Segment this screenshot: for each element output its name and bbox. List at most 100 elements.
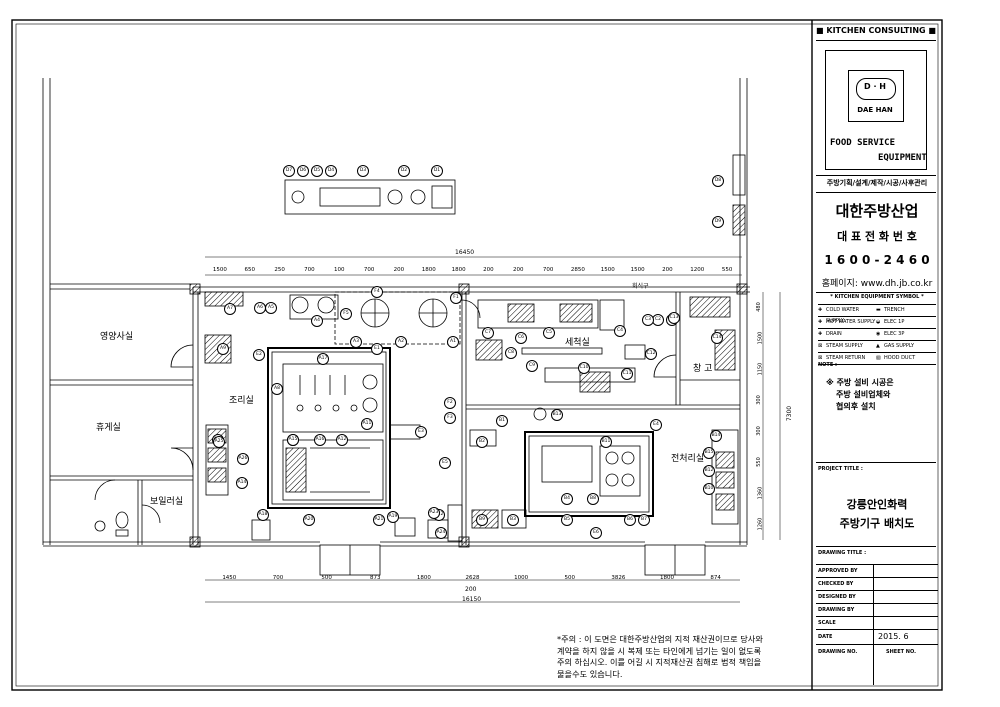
equipment-tag-d8: D8: [712, 175, 724, 187]
dim-bottom-seg-3: 873: [369, 575, 381, 581]
equipment-tag-a19: A19: [387, 511, 399, 523]
equipment-tag-c6: C6: [515, 332, 527, 344]
equipment-tag-a3: A3: [350, 336, 362, 348]
phone-label: 대 표 전 화 번 호: [837, 230, 917, 243]
equipment-tag-c7: C7: [482, 327, 494, 339]
equipment-tag-c5: C5: [543, 327, 555, 339]
equipment-tag-d4: D4: [325, 165, 337, 177]
equipment-tag-c12: C12: [645, 348, 657, 360]
room-cooking: 조리실: [229, 396, 254, 406]
equipment-label: EQUIPMENT: [878, 153, 927, 163]
equipment-tag-d1: D1: [431, 165, 443, 177]
equipment-tag-e2: E2: [253, 349, 265, 361]
dim-top-seg-14: 1500: [630, 267, 645, 273]
equipment-tag-e3: E3: [415, 426, 427, 438]
equipment-tag-a1: A1: [447, 336, 459, 348]
approval-table: APPROVED BY CHECKED BY DESIGNED BY DRAWI…: [816, 564, 938, 685]
equipment-tag-e6: E6: [590, 527, 602, 539]
equipment-tag-b5: B5: [561, 514, 573, 526]
equipment-tag-a26: A26: [237, 453, 249, 465]
dim-right-seg-1: 1500: [757, 331, 764, 344]
equipment-tag-a6: A6: [254, 302, 266, 314]
dim-right-seg-7: 1260: [757, 517, 764, 530]
date-value: 2015. 6: [878, 632, 909, 641]
logo-caption: DAE HAN: [857, 106, 893, 114]
dim-top-total: 16450: [455, 249, 475, 256]
equipment-tag-b3: B3: [507, 514, 519, 526]
floor-plan: [42, 78, 750, 576]
equipment-tag-a9: A9: [217, 343, 229, 355]
dim-top-seg-8: 1800: [451, 267, 466, 273]
dim-top-seg-5: 700: [363, 267, 375, 273]
equipment-tag-a2: A2: [395, 336, 407, 348]
equipment-tag-e5: E5: [439, 457, 451, 469]
equipment-tag-b6: B6: [624, 514, 636, 526]
dim-bottom-seg-2: 500: [321, 575, 332, 581]
equipment-tag-a4: A4: [311, 315, 323, 327]
equipment-tag-b2: B2: [476, 436, 488, 448]
dim-right-seg-2: 1150: [757, 362, 764, 375]
equipment-tag-a14: A14: [236, 477, 248, 489]
equipment-tag-d7: D7: [283, 165, 295, 177]
equipment-tag-a12: A12: [336, 434, 348, 446]
dim-right-seg-3: 300: [755, 394, 762, 405]
equipment-tag-a7: A7: [224, 303, 236, 315]
dimension-lines: [205, 256, 781, 603]
note-line-3: 협의후 설치: [836, 402, 876, 411]
equipment-tag-c10: C10: [578, 362, 590, 374]
equipment-tag-a25: A25: [213, 436, 225, 448]
project-label: PROJECT TITLE :: [818, 466, 863, 472]
dim-bottom-seg-5: 2628: [465, 575, 480, 581]
equipment-tag-d2: D2: [398, 165, 410, 177]
equipment-tag-c8: C8: [505, 347, 517, 359]
equipment-tag-f3: F3: [444, 412, 456, 424]
room-boiler: 보일러실: [150, 497, 184, 507]
dim-bottom-sub: 200: [465, 586, 477, 593]
equipment-tag-b10: B10: [703, 483, 715, 495]
dim-right-seg-0: 480: [755, 301, 762, 312]
note-label: NOTE :: [818, 362, 838, 368]
dim-top-seg-7: 1800: [421, 267, 436, 273]
dim-top-seg-0: 1500: [212, 267, 227, 273]
project-line-2: 주방기구 배치도: [839, 517, 915, 530]
dim-top-seg-17: 550: [721, 267, 733, 273]
dim-top-seg-11: 700: [542, 267, 554, 273]
food-service-label: FOOD SERVICE: [830, 138, 896, 148]
dim-top-seg-15: 200: [662, 267, 673, 273]
dim-bottom-seg-0: 1450: [222, 575, 237, 581]
dim-right-seg-5: 550: [755, 456, 762, 467]
equipment-tag-a15: A15: [287, 434, 299, 446]
room-pantry: 회식구: [632, 283, 649, 290]
dim-top-seg-9: 200: [483, 267, 494, 273]
dim-top-seg-2: 250: [274, 267, 285, 273]
equipment-tag-f1: F1: [450, 292, 462, 304]
equipment-tag-a20: A20: [303, 514, 315, 526]
dim-right-seg-4: 300: [755, 425, 762, 436]
dim-bottom-seg-9: 1800: [660, 575, 675, 581]
dh-logo: [848, 70, 904, 122]
dim-right-seg-6: 1360: [757, 486, 764, 499]
equipment-tag-b4: B4: [561, 493, 573, 505]
dim-bottom-total: 16150: [462, 596, 482, 603]
equipment-tag-f2: F2: [444, 397, 456, 409]
room-prep: 전처리실: [671, 454, 705, 464]
equipment-tag-d5: D5: [311, 165, 323, 177]
equipment-tag-f5: F5: [340, 308, 352, 320]
equipment-tag-c13: C13: [668, 312, 680, 324]
title-block-header: ■ KITCHEN CONSULTING ■: [816, 26, 936, 35]
equipment-tag-a5: A5: [265, 302, 277, 314]
equipment-tag-b11: B11: [600, 436, 612, 448]
equipment-tag-d3: D3: [357, 165, 369, 177]
equipment-tag-b12: B12: [703, 465, 715, 477]
equipment-tag-e1: E1: [371, 343, 383, 355]
project-line-1: 강릉안인화력: [846, 498, 908, 511]
equipment-tag-b7: B7: [638, 514, 650, 526]
copyright-note: *주의 : 이 도면은 대한주방산업의 지적 재산권이므로 당사와 계약을 하지…: [557, 634, 763, 679]
dim-bottom-seg-1: 700: [272, 575, 284, 581]
dim-bottom-seg-8: 3826: [611, 575, 626, 581]
dim-top-seg-1: 650: [244, 267, 256, 273]
equipment-tag-b8: B8: [587, 493, 599, 505]
symbol-header: * KITCHEN EQUIPMENT SYMBOL *: [830, 294, 924, 300]
equipment-tag-d9: D9: [712, 216, 724, 228]
